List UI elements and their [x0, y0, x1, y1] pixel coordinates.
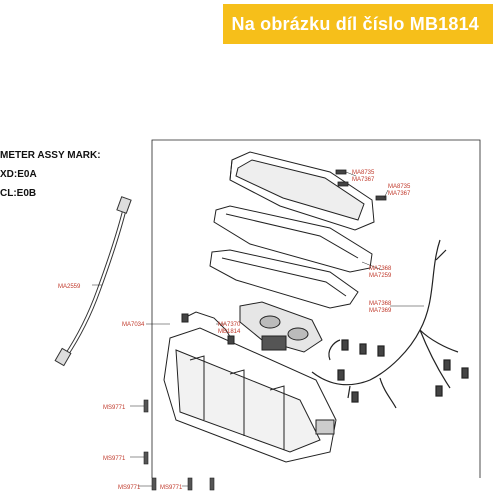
screw-1: [143, 399, 149, 413]
part-number-banner: Na obrázku díl číslo MB1814: [223, 4, 493, 44]
label-ms9771-c: MS9771: [118, 485, 141, 491]
speedometer-cable: [54, 196, 132, 367]
meter-housing: [163, 327, 337, 463]
screw-5: [209, 477, 215, 491]
leader-lines: [92, 171, 424, 487]
label-ma2559: MA2559: [58, 284, 81, 290]
label-ma7368-b: MA7368: [369, 301, 392, 307]
label-mb1814: MB1814: [218, 329, 241, 335]
meter-dial-panel: [209, 249, 359, 309]
label-ms9771-b: MS9771: [103, 456, 126, 462]
screw-4: [187, 477, 193, 491]
label-ma8735-b: MA8735: [388, 184, 411, 190]
meter-faceplate: [213, 205, 373, 273]
banner-text: Na obrázku díl číslo MB1814: [231, 13, 479, 34]
meter-lens-cover: [229, 151, 375, 231]
label-ma7370: MA7370: [218, 322, 241, 328]
bulb-socket-lead: [181, 311, 235, 345]
screw-2: [143, 451, 149, 465]
label-ma7368-a: MA7368: [369, 266, 392, 272]
screw-3: [151, 477, 157, 491]
label-ms9771-d: MS9771: [160, 485, 183, 491]
label-ma7259: MA7259: [369, 273, 392, 279]
label-ma7367-a: MA7367: [352, 177, 375, 183]
meter-assy-xd: XD:E0A: [0, 169, 37, 180]
label-ma7367-b: MA7367: [388, 191, 411, 197]
label-ma7034: MA7034: [122, 322, 145, 328]
label-ms9771-a: MS9771: [103, 405, 126, 411]
meter-assy-cl: CL:E0B: [0, 188, 37, 199]
diagram-frame: [151, 139, 481, 478]
label-ma7369: MA7369: [369, 308, 392, 314]
meter-assy-mark: METER ASSY MARK: XD:E0A CL:E0B: [0, 146, 101, 203]
circuit-board: [239, 301, 323, 353]
meter-assy-heading: METER ASSY MARK:: [0, 150, 101, 161]
label-ma8735-a: MA8735: [352, 170, 375, 176]
wire-harness: [311, 239, 469, 409]
screws: [143, 399, 215, 491]
